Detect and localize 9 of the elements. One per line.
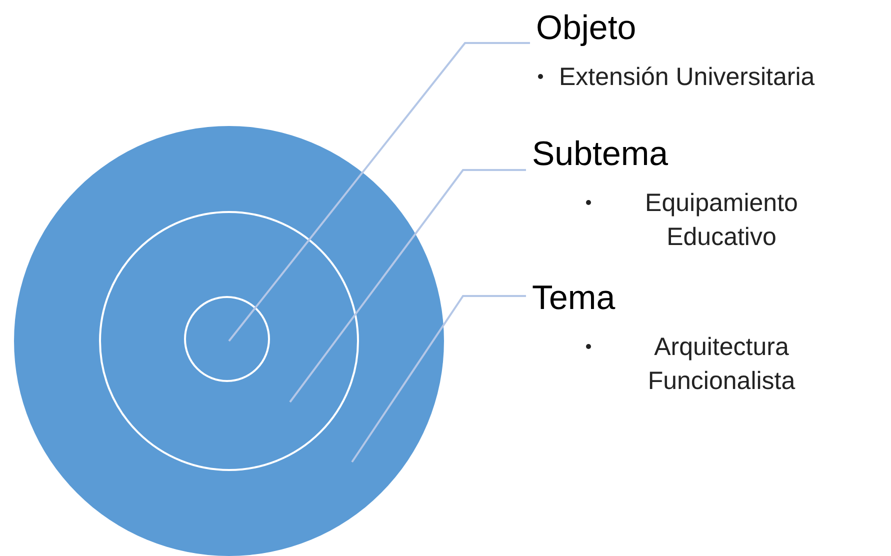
bullet-text: Arquitectura Funcionalista	[646, 332, 796, 397]
heading: Objeto	[535, 8, 638, 49]
leader-line	[289, 169, 526, 403]
leader-line	[351, 295, 526, 463]
heading: Subtema	[531, 134, 670, 175]
heading: Tema	[531, 278, 616, 319]
bullet-text: Equipamiento Educativo	[644, 188, 799, 253]
leader-line	[228, 42, 530, 342]
bullet-text: Extensión Universitaria	[559, 62, 815, 93]
